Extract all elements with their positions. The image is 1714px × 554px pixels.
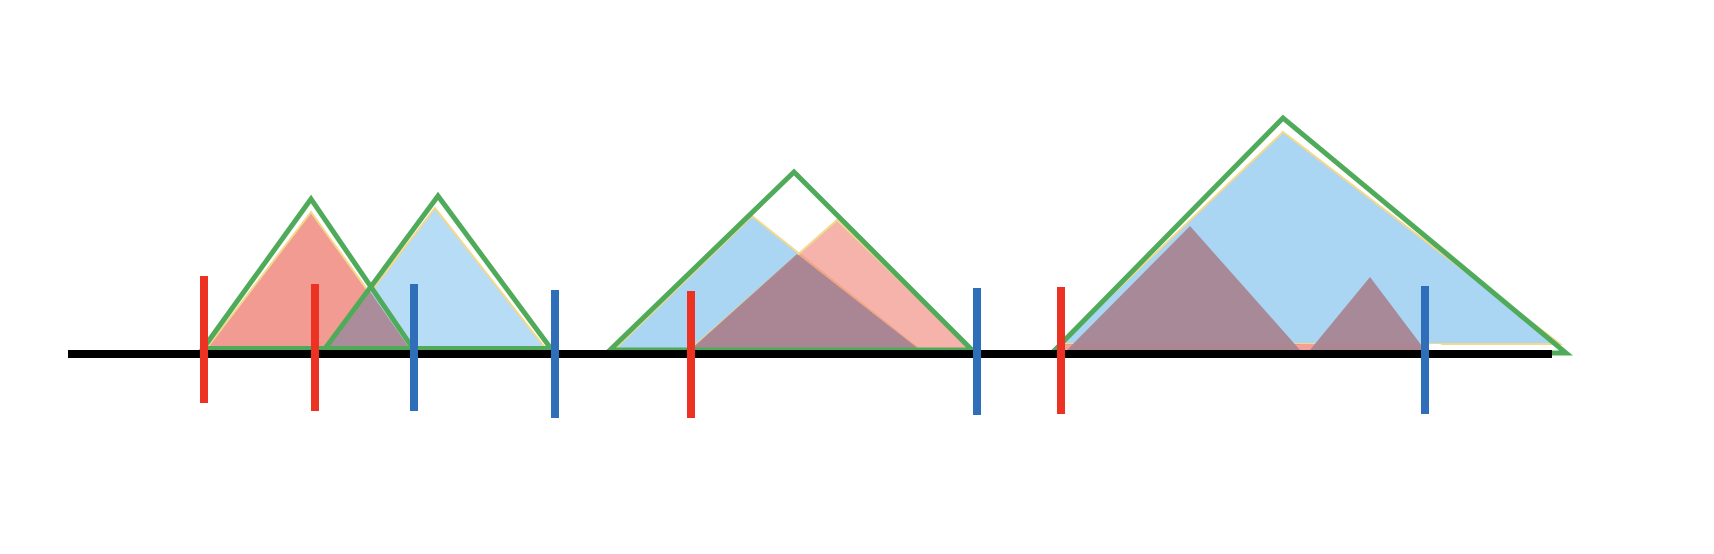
overlap-peak-1: [1067, 226, 1300, 350]
overlap-region-2: [690, 254, 920, 350]
overlap-region-1: [327, 290, 410, 349]
overlap-peak-2: [1310, 277, 1425, 350]
